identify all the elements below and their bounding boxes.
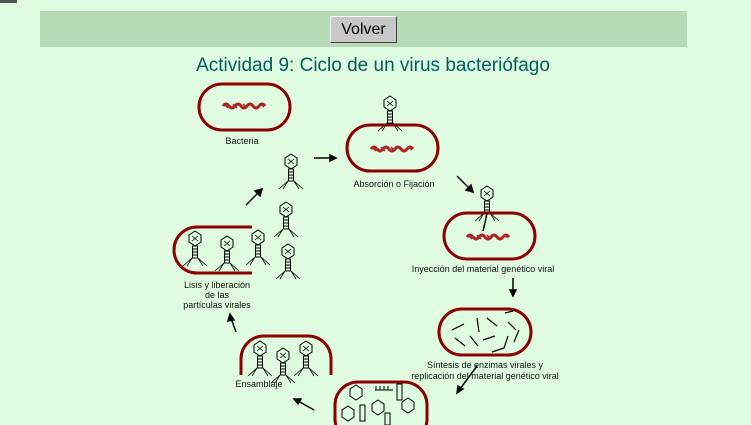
phage-icon [270, 347, 296, 384]
bacterium-cell [333, 380, 429, 425]
injected-dna [482, 212, 488, 232]
stage-label: Ensamblaje [235, 379, 282, 389]
stage-label: de las [205, 290, 230, 300]
bacterium-cell [239, 334, 333, 375]
bacterium-cell [197, 82, 292, 132]
dna-icon [221, 102, 267, 110]
bacterium-cell [437, 307, 533, 357]
phage-icon [214, 235, 240, 272]
arrow-icon [292, 398, 315, 411]
capsid-icon [401, 397, 415, 414]
dna-icon [369, 145, 415, 153]
stage-sintesis: Síntesis de enzimas virales y replicació… [411, 307, 559, 381]
stage-label: replicación del material genético viral [411, 371, 559, 381]
arrow-icon [226, 312, 237, 333]
stage-label: Síntesis de enzimas virales y [427, 360, 544, 370]
phage-icon [278, 153, 304, 190]
arrow-icon [314, 153, 338, 163]
phage-icon [247, 340, 273, 377]
bacterium-cell [345, 123, 440, 173]
phage-icon [245, 229, 271, 266]
phage-icon [273, 201, 299, 238]
bacterium-cell [442, 211, 537, 261]
stage-label: Inyección del material genético viral [412, 264, 555, 274]
window-corner [0, 0, 17, 3]
phage-icon [275, 243, 301, 280]
stage-inyeccion: Inyección del material genético viral [412, 185, 555, 274]
stage-replicacion [333, 380, 429, 425]
dna-icon [465, 233, 511, 241]
stage-label: partículas virales [183, 300, 251, 310]
capsid-icon [341, 405, 355, 422]
back-button[interactable]: Volver [330, 16, 397, 43]
arrow-icon [508, 278, 518, 298]
page-title: Actividad 9: Ciclo de un virus bacterióf… [196, 55, 550, 76]
lysed-cell [172, 225, 252, 275]
stage-label: Absorción o Fijación [353, 179, 434, 189]
stage-bacteria: Bacteria [197, 82, 292, 146]
arrow-icon [456, 175, 475, 194]
stage-lisis: Lisis y liberación de las partículas vir… [172, 201, 301, 310]
stage-ensamblaje: Ensamblaje [235, 334, 333, 389]
capsid-icon [371, 399, 385, 416]
stage-absorcion: Absorción o Fijación [345, 95, 440, 189]
arrow-icon [245, 187, 264, 206]
phage-icon [293, 340, 319, 377]
phage-icon [182, 230, 208, 267]
phage-parts [359, 383, 403, 425]
stage-label: Bacteria [225, 136, 258, 146]
enzyme-fragments [451, 310, 520, 353]
capsid-icon [349, 384, 363, 401]
arrow-icon [456, 365, 478, 395]
stage-label: Lisis y liberación [184, 280, 250, 290]
